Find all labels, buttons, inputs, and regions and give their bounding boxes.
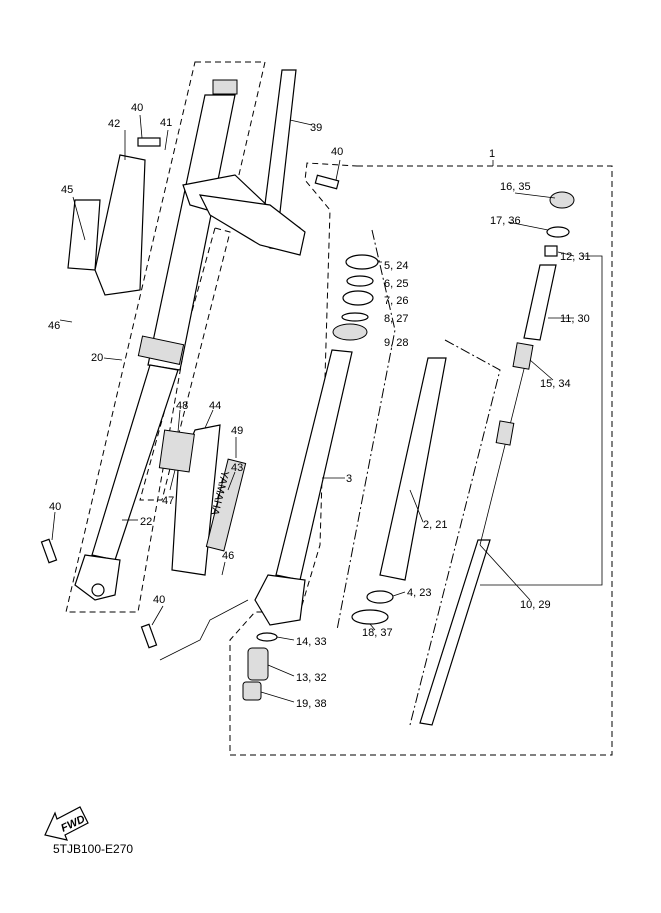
label: 9, 28 — [384, 337, 408, 349]
label: 6, 25 — [384, 278, 408, 290]
label: 16, 35 — [500, 181, 531, 193]
spring-lower — [495, 420, 515, 446]
right-outer-tube — [275, 349, 353, 581]
label: 44 — [209, 400, 221, 412]
label: 39 — [310, 122, 322, 134]
label: 20 — [91, 352, 103, 364]
left-fork-group-outline — [65, 61, 266, 613]
label: 5, 24 — [384, 260, 408, 272]
label: 14, 33 — [296, 636, 327, 648]
oring-17 — [546, 226, 570, 238]
fork-guard-upper — [94, 154, 146, 296]
bump-rubber-13 — [247, 647, 269, 681]
left-tube-collar — [137, 335, 185, 365]
label: 40 — [153, 594, 165, 606]
oil-seal-5 — [345, 254, 379, 270]
part-labels: 40 41 42 39 40 1 45 16, 35 17, 36 12, 31… — [48, 102, 591, 710]
yamaha-decal — [205, 458, 247, 552]
cap-bolt-16 — [549, 191, 575, 209]
label: 8, 27 — [384, 313, 408, 325]
nut-12 — [544, 245, 558, 257]
bolt-40-right — [314, 174, 340, 190]
seal-18 — [351, 609, 389, 625]
label: 11, 30 — [560, 313, 590, 325]
label: 40 — [331, 146, 343, 158]
bolt-40-top — [137, 137, 161, 147]
collar-19 — [242, 681, 262, 701]
label: 41 — [160, 117, 172, 129]
left-axle-bracket — [74, 554, 121, 601]
guard-bracket-48 — [158, 429, 195, 473]
label: 46 — [48, 320, 60, 332]
inner-tube-2 — [379, 357, 447, 581]
rod-shaft — [479, 364, 526, 546]
washer-14 — [256, 632, 278, 642]
bolt-leader — [159, 599, 249, 661]
cap-tube-11 — [523, 264, 557, 341]
label: 43 — [231, 462, 243, 474]
label: 42 — [108, 118, 120, 130]
label: 47 — [162, 495, 174, 507]
washer-6 — [346, 275, 374, 287]
seal-7 — [342, 290, 374, 306]
label: 10, 29 — [520, 599, 551, 611]
guard-group-outline — [139, 227, 231, 501]
label: 1 — [489, 148, 495, 160]
label: 17, 36 — [490, 215, 521, 227]
label: 40 — [131, 102, 143, 114]
label: 4, 23 — [407, 587, 431, 599]
label: 48 — [176, 400, 188, 412]
label: 7, 26 — [384, 295, 408, 307]
bracket-leader — [336, 229, 396, 631]
label: 2, 21 — [423, 519, 447, 531]
label: 12, 31 — [560, 251, 591, 263]
left-outer-tube — [147, 94, 236, 371]
group-bracket-right — [480, 255, 603, 586]
axle-hole — [91, 583, 105, 597]
right-axle-bracket — [254, 574, 306, 626]
bolt-40-left — [40, 538, 58, 564]
leader-lines — [51, 114, 575, 703]
bolt-40-bottom — [140, 623, 158, 649]
diagram-code: 5TJB100-E270 — [53, 842, 133, 856]
label: 40 — [49, 501, 61, 513]
label: 46 — [222, 550, 234, 562]
damper-rod — [419, 539, 491, 726]
label: 13, 32 — [296, 672, 327, 684]
dust-seal-9 — [332, 323, 368, 341]
label: 3 — [346, 473, 352, 485]
bushing-4 — [366, 590, 394, 604]
fwd-arrow-icon: FWD — [44, 806, 89, 841]
spring-15 — [512, 342, 534, 370]
label: 49 — [231, 425, 243, 437]
clip-8 — [341, 312, 369, 322]
label: 19, 38 — [296, 698, 327, 710]
fork-cap — [212, 79, 238, 95]
label: 22 — [140, 516, 152, 528]
lower-bracket — [198, 194, 306, 256]
label: 18, 37 — [362, 627, 393, 639]
label: 45 — [61, 184, 73, 196]
label: 15, 34 — [540, 378, 571, 390]
tube-leader — [409, 339, 501, 726]
